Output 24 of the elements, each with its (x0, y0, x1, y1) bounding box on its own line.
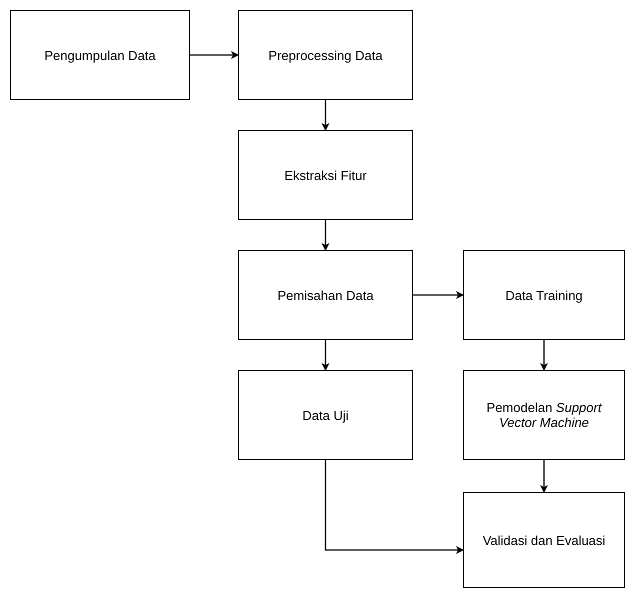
process-box (10, 10, 190, 100)
process-box (238, 370, 413, 460)
process-box (463, 492, 625, 588)
arrow (540, 460, 548, 493)
arrow (324, 460, 464, 554)
box-label: Pemodelan Support Vector Machine (486, 400, 603, 430)
box-label: Data Uji (302, 408, 349, 422)
process-box (238, 250, 413, 340)
process-box (463, 370, 625, 460)
process-box (238, 130, 413, 220)
box-label: Pengumpulan Data (44, 48, 156, 62)
box-label: Validasi dan Evaluasi (482, 532, 606, 548)
arrow (190, 51, 239, 59)
arrow (540, 340, 548, 371)
box-label: Ekstraksi Fitur (284, 168, 367, 182)
box-label: Preprocessing Data (268, 48, 383, 62)
arrow (322, 340, 330, 371)
arrow (322, 100, 330, 131)
process-box (238, 10, 413, 100)
box-label: Pemisahan Data (277, 288, 374, 302)
process-box (463, 250, 625, 340)
box-label: Data Training (505, 288, 583, 302)
arrow (413, 291, 464, 299)
arrow (322, 220, 330, 251)
